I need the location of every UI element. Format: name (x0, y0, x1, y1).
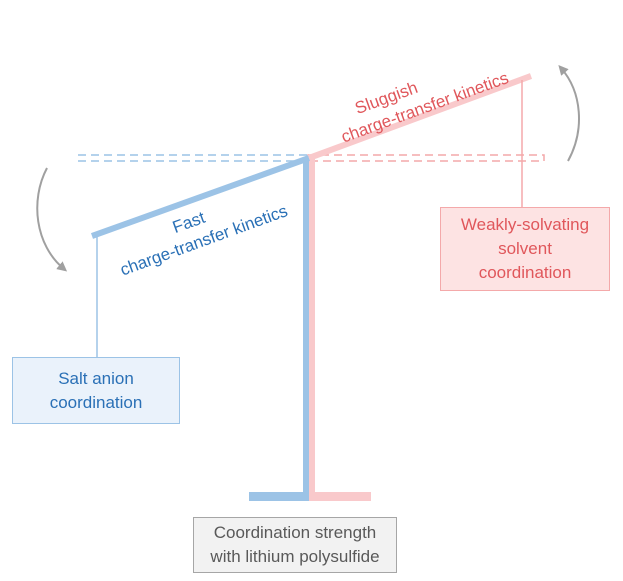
strength-box-line2: with lithium polysulfide (210, 547, 380, 566)
base-blue (249, 492, 309, 501)
solvent-box-line2: solvent (498, 239, 552, 258)
salt-anion-box: Salt anion coordination (12, 357, 180, 424)
beam-right-red (307, 73, 533, 161)
fast-label-line2: charge-transfer kinetics (118, 201, 291, 279)
solvent-coordination-box: Weakly-solvating solvent coordination (440, 207, 610, 291)
beam-left-blue (90, 155, 311, 239)
coordination-strength-box: Coordination strength with lithium polys… (193, 517, 397, 573)
salt-box-line2: coordination (49, 392, 143, 412)
arrow-down-left-icon (36, 167, 68, 272)
salt-box-line1: Salt anion (58, 368, 134, 388)
base-red (309, 492, 371, 501)
post-red (309, 158, 315, 498)
arrow-up-right-icon (558, 64, 580, 162)
strength-box-line1: Coordination strength (213, 523, 377, 542)
post-blue (303, 158, 309, 498)
dashed-beam-right (307, 154, 545, 162)
solvent-box-line1: Weakly-solvating (460, 215, 590, 234)
solvent-box-line3: coordination (478, 263, 572, 282)
